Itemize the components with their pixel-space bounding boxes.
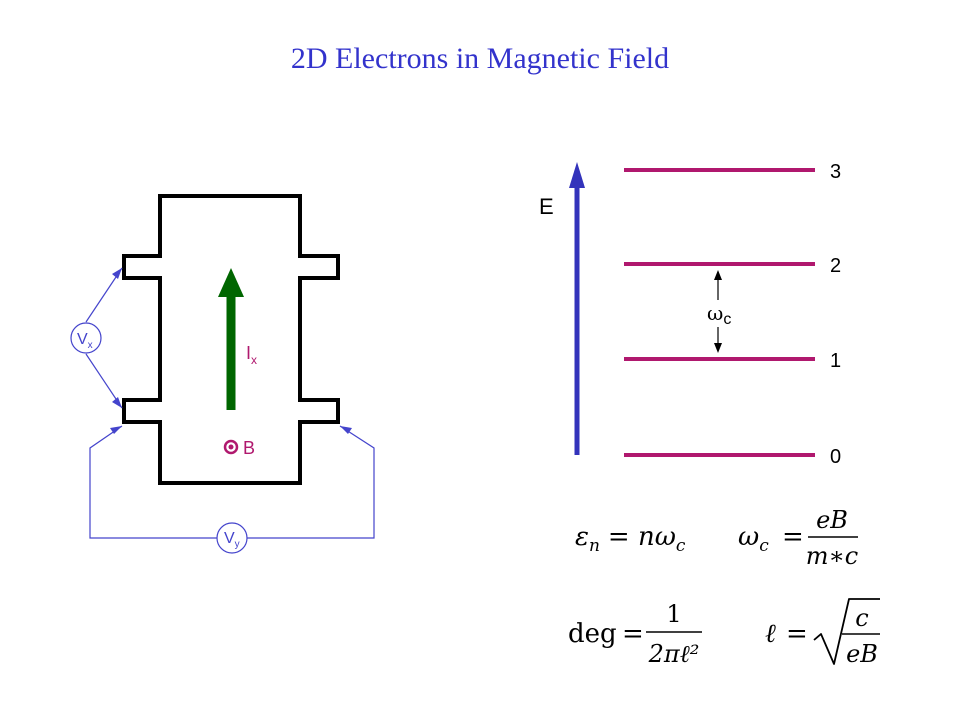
svg-text:=: = [782, 522, 804, 552]
vy-probe-wires [89, 425, 375, 539]
vy-meter [216, 522, 248, 554]
level-label-2: 2 [830, 255, 841, 277]
svg-text:=: = [622, 619, 644, 649]
vy-arrowhead-right [340, 426, 352, 434]
hall-bar-sample [122, 194, 340, 485]
current-arrow [218, 268, 244, 410]
level-label-0: 0 [830, 446, 841, 468]
energy-axis [569, 162, 585, 455]
svg-text:ℓ: ℓ [765, 619, 776, 649]
vx-arrowhead-top [112, 268, 122, 279]
level-label-1: 1 [830, 350, 841, 372]
current-label: Ix [246, 343, 257, 367]
energy-equation: εn= nωc [575, 522, 686, 556]
svg-text:ωc: ωc [738, 522, 769, 556]
landau-levels [624, 168, 815, 457]
svg-text:m∗c: m∗c [806, 542, 859, 570]
hall-bar-outline [122, 194, 340, 485]
svg-text:deg: deg [568, 619, 617, 649]
energy-axis-label: E [539, 194, 554, 219]
spacing-arrowhead-down [714, 343, 722, 353]
svg-text:c: c [855, 604, 868, 632]
page-title: 2D Electrons in Magnetic Field [290, 42, 670, 75]
spacing-arrowhead-up [714, 270, 722, 280]
svg-text:eB: eB [846, 640, 878, 668]
dot-in-circle-icon [223, 439, 239, 455]
svg-text:eB: eB [816, 506, 848, 534]
magnetic-length-equation: ℓ = c eB [765, 598, 880, 668]
field-label: B [243, 438, 255, 458]
vx-label: Vx [77, 331, 93, 351]
vy-arrowhead-left [110, 426, 122, 434]
degeneracy-equation: deg = 1 2πℓ² [568, 600, 702, 668]
sqrt-sign [813, 598, 880, 665]
svg-text:2πℓ²: 2πℓ² [648, 640, 700, 668]
vx-arrowhead-bottom [112, 397, 122, 408]
spacing-label: ωc [707, 301, 731, 328]
vy-label: Vy [224, 530, 240, 550]
vx-meter [70, 322, 102, 354]
cyclotron-frequency-equation: ωc = eB m∗c [738, 506, 858, 570]
svg-text:εn= nωc: εn= nωc [575, 522, 686, 556]
level-label-3: 3 [830, 161, 841, 183]
svg-text:=: = [786, 619, 808, 649]
svg-text:1: 1 [666, 600, 681, 628]
